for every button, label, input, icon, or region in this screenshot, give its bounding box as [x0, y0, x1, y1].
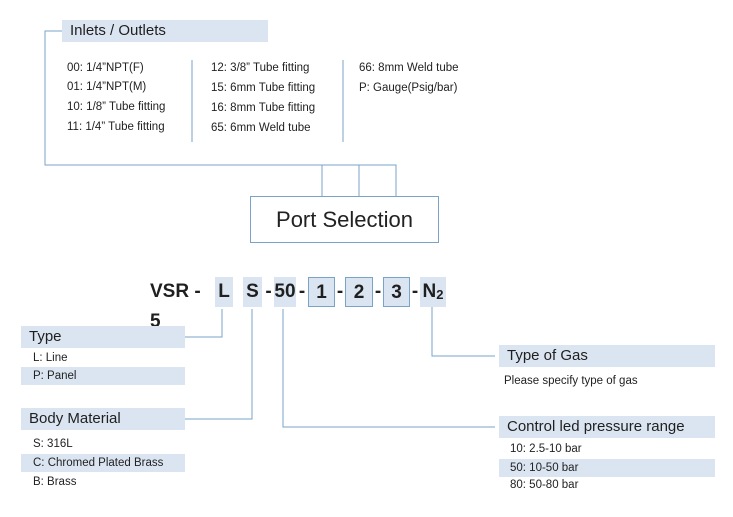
inlets-header: Inlets / Outlets — [62, 20, 268, 42]
inlet-option: 12: 3/8” Tube fitting — [211, 62, 310, 74]
gas-header: Type of Gas — [499, 345, 715, 367]
gas-note: Please specify type of gas — [504, 375, 638, 387]
type-connector — [185, 309, 223, 338]
pressure-option: 80: 50-80 bar — [510, 479, 579, 491]
port-selection-box: Port Selection — [250, 196, 439, 243]
code-port-1: 1 — [308, 277, 335, 307]
type-option: L: Line — [33, 352, 68, 364]
inlet-option: P: Gauge(Psig/bar) — [359, 82, 458, 94]
body-option: B: Brass — [33, 476, 77, 488]
pressure-option: 10: 2.5-10 bar — [510, 443, 582, 455]
code-port-3: 3 — [383, 277, 410, 307]
code-body: S — [243, 277, 262, 307]
inlets-bracket — [44, 30, 397, 196]
inlet-option: 00: 1/4”NPT(F) — [67, 62, 144, 74]
code-dash: - — [374, 281, 382, 302]
body-option-band — [21, 454, 185, 472]
type-header: Type — [21, 326, 185, 348]
gas-connector — [431, 305, 495, 357]
pressure-option-band — [499, 459, 715, 477]
code-type: L — [215, 277, 233, 307]
inlet-option: 10: 1/8” Tube fitting — [67, 101, 166, 113]
code-prefix: VSR - 5 — [150, 281, 201, 332]
inlet-option: 11: 1/4” Tube fitting — [67, 121, 165, 133]
code-dash: - — [298, 281, 306, 302]
inlet-option: 66: 8mm Weld tube — [359, 62, 459, 74]
type-option-band — [21, 367, 185, 385]
code-dash: - — [411, 281, 419, 302]
type-option: P: Panel — [33, 370, 77, 382]
pressure-connector — [282, 309, 495, 428]
code-gas-letter: N — [422, 281, 437, 302]
code-gas-subscript: 2 — [436, 287, 444, 302]
body-option: S: 316L — [33, 438, 73, 450]
code-gas: N2 — [420, 277, 446, 307]
pressure-header: Control led pressure range — [499, 416, 715, 438]
inlet-option: 16: 8mm Tube fitting — [211, 102, 316, 114]
code-port-2: 2 — [345, 277, 373, 307]
body-connector — [185, 309, 253, 420]
code-pressure: 50 — [274, 277, 296, 307]
body-option: C: Chromed Plated Brass — [33, 457, 164, 469]
pressure-option: 50: 10-50 bar — [510, 462, 579, 474]
inlet-option: 15: 6mm Tube fitting — [211, 82, 316, 94]
code-dash: - — [265, 281, 272, 302]
inlet-option: 01: 1/4”NPT(M) — [67, 81, 147, 93]
code-dash: - — [336, 281, 344, 302]
inlet-option: 65: 6mm Weld tube — [211, 122, 311, 134]
body-material-header: Body Material — [21, 408, 185, 430]
